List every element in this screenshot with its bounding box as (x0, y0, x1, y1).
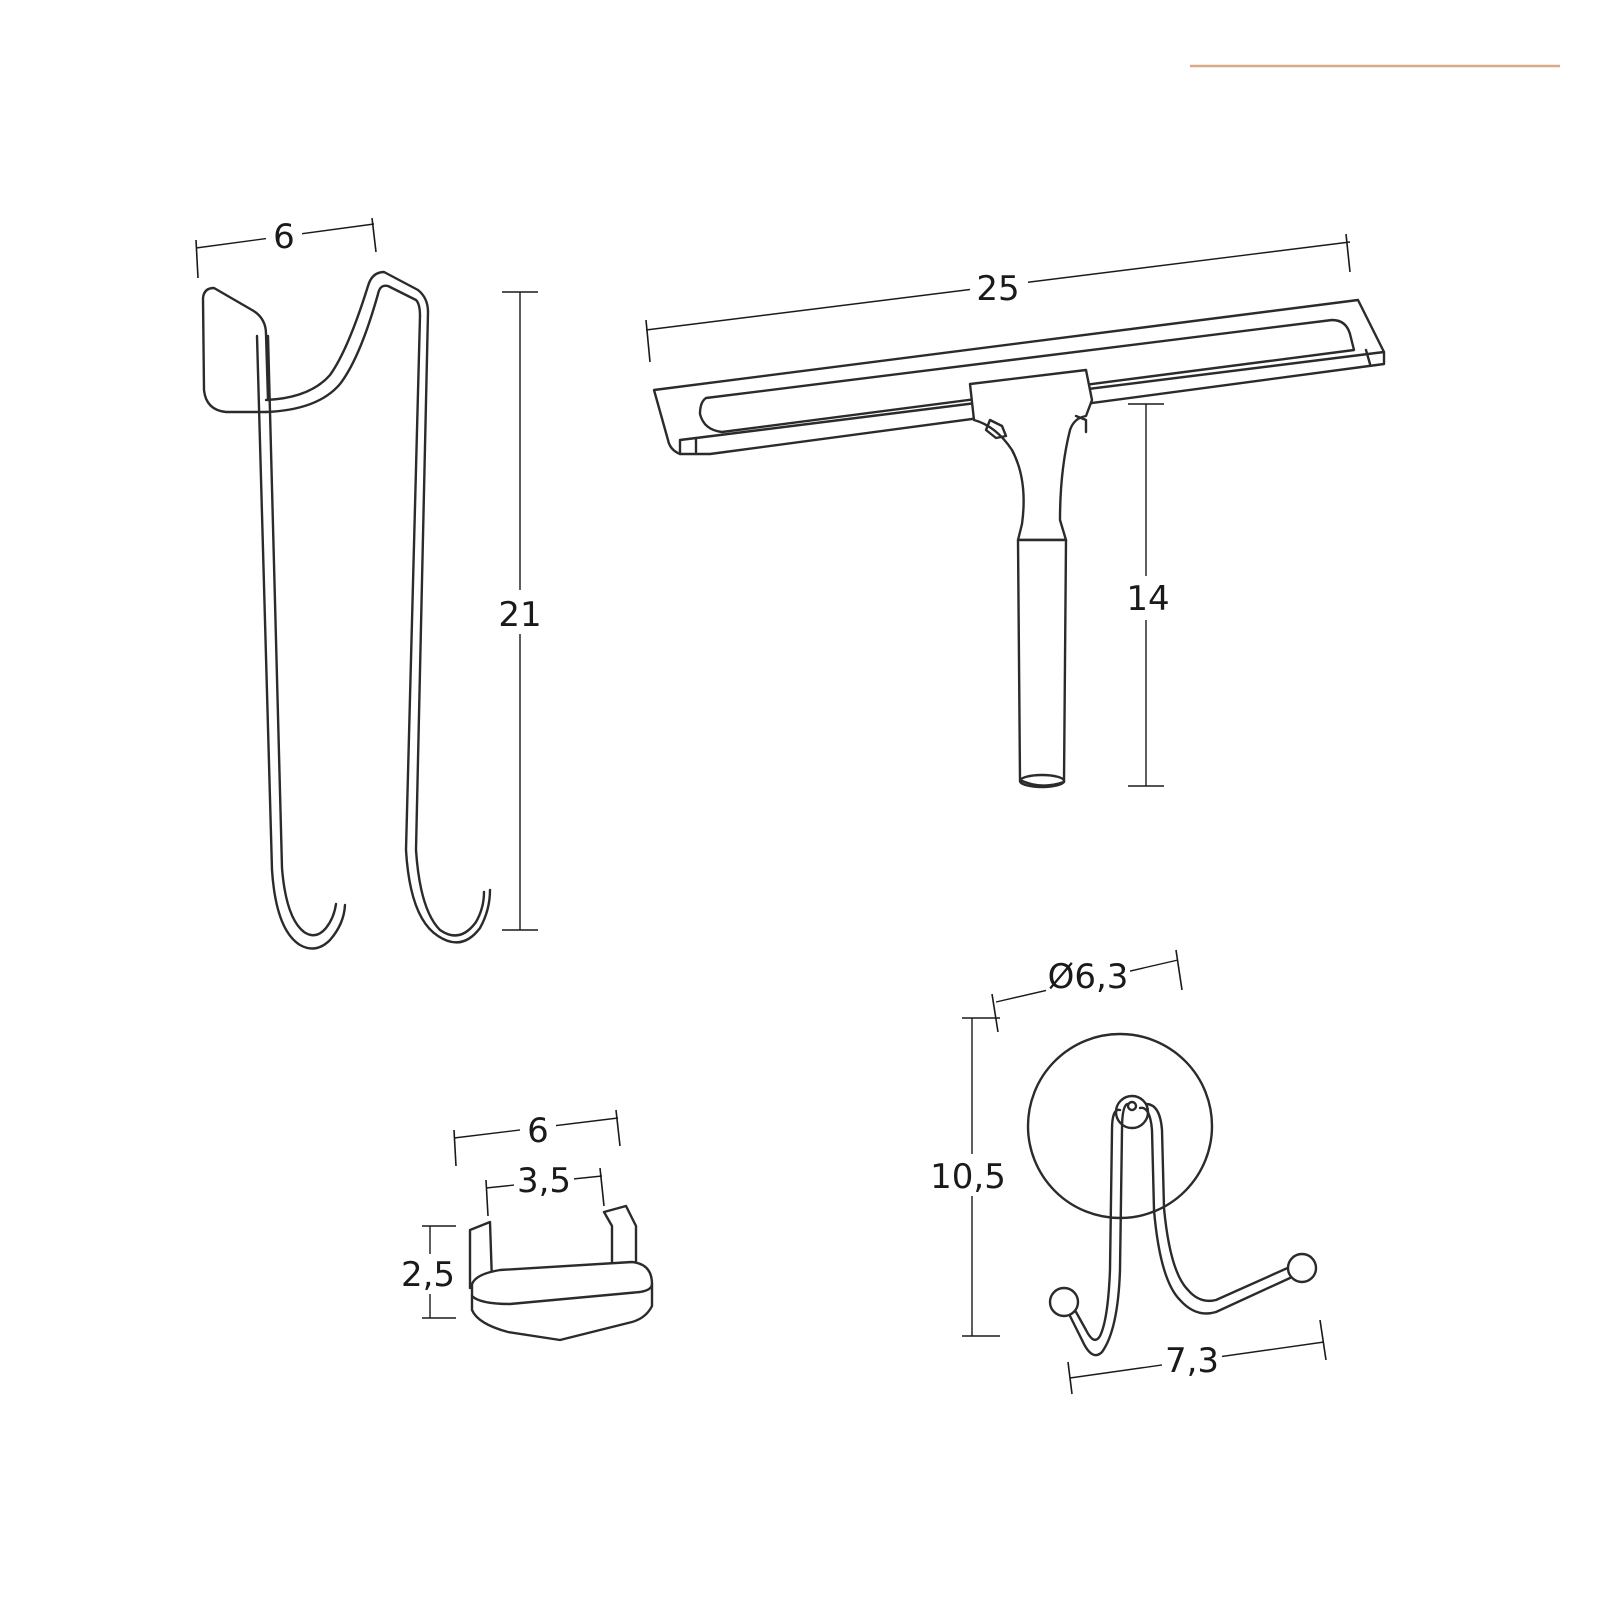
dim-tick (485, 1179, 489, 1217)
dim-tick (599, 1167, 605, 1207)
clip-base (470, 1260, 654, 1342)
dim-label-suction-diameter: Ø6,3 (1048, 957, 1129, 997)
dim-tick (371, 217, 377, 253)
hook-arch-inner (264, 284, 422, 414)
suction-hook-ball-right (1286, 1252, 1318, 1284)
clip-base-front (470, 1282, 654, 1306)
glass-clip-drawing: 6 3,5 2,5 (400, 1109, 654, 1342)
squeegee-blade-slot (698, 318, 1356, 434)
dim-label-suction-width: 7,3 (1165, 1341, 1219, 1381)
hook-left-arm (255, 334, 347, 950)
dim-label-clip-outer: 6 (527, 1111, 549, 1151)
squeegee-handle (1016, 538, 1068, 787)
dim-tick (1345, 233, 1351, 273)
dim-tick (1067, 1361, 1073, 1395)
hook-right-arm-inner (404, 314, 492, 944)
dim-label-clip-inner: 3,5 (517, 1161, 571, 1201)
dim-tick (645, 319, 651, 363)
squeegee-clip (984, 414, 1088, 440)
dim-label-suction-height: 10,5 (930, 1157, 1006, 1197)
suction-hook-wire-left (1074, 1108, 1122, 1342)
suction-hook-drawing: Ø6,3 10,5 7,3 (928, 949, 1327, 1395)
suction-hook-wire-left-inner (1068, 1102, 1130, 1357)
hook-right-arm (414, 310, 486, 937)
squeegee-handle-end (1018, 773, 1066, 789)
dim-tick (991, 993, 999, 1033)
suction-hook-ball-left (1048, 1286, 1080, 1318)
squeegee-drawing: 25 14 (645, 233, 1386, 789)
squeegee-end-cap (1364, 348, 1372, 366)
squeegee-icon (652, 298, 1386, 456)
dim-tick (615, 1109, 621, 1147)
dim-tick (1175, 949, 1183, 991)
dim-label-squeegee-width: 25 (976, 269, 1019, 309)
suction-hook-wire-right (1138, 1106, 1292, 1315)
dim-label-squeegee-height: 14 (1126, 579, 1169, 619)
squeegee-handle-mount (968, 368, 1094, 542)
dim-label-hook-height: 21 (498, 595, 541, 635)
dim-label-clip-height: 2,5 (401, 1255, 455, 1295)
over-door-hook-drawing: 6 21 (195, 216, 548, 950)
hook-arch (264, 270, 430, 402)
double-hook-icon (201, 286, 270, 414)
dim-label-hook-width: 6 (273, 217, 295, 257)
hook-left-arm-inner (266, 334, 338, 937)
clip-right-tab (602, 1204, 638, 1270)
suction-hook-wire-right-inner (1144, 1102, 1294, 1303)
suction-cup-pin (1126, 1100, 1138, 1112)
dim-tick (1319, 1319, 1327, 1361)
dim-tick (453, 1129, 457, 1167)
dim-tick (195, 239, 199, 279)
